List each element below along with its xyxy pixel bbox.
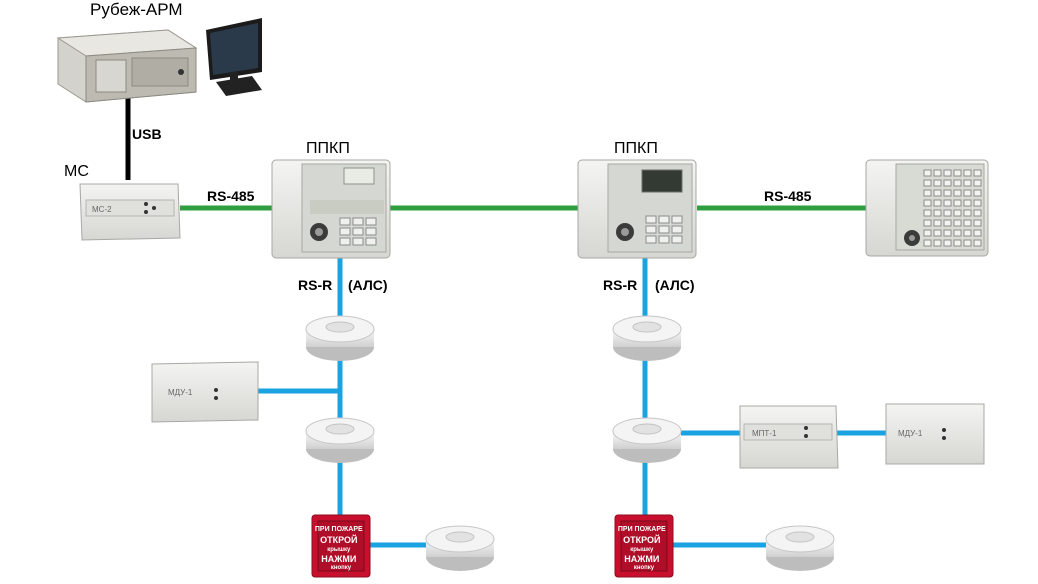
ppkp-panel-left [271, 159, 391, 259]
mdu1-module-right: МДУ-1 [885, 403, 985, 465]
panel-key [963, 199, 972, 207]
panel-key [953, 239, 962, 247]
mdu1-left-label: МДУ-1 [168, 388, 193, 397]
cp-left-line-4: НАЖМИ [321, 554, 356, 564]
panel-key [943, 219, 952, 227]
panel-key [953, 189, 962, 197]
panel-key [943, 199, 952, 207]
cp-right-line-5: кнопку [634, 565, 655, 571]
panel-key [943, 209, 952, 217]
panel-key [973, 209, 982, 217]
panel-key [963, 209, 972, 217]
indication-panel [865, 159, 989, 257]
panel-key [963, 169, 972, 177]
cp-left-line-3: крышку [327, 547, 351, 553]
rs485-label-left: RS-485 [207, 188, 255, 204]
panel-key [923, 219, 932, 227]
svg-text:ПРИ ПОЖАРЕ ОТКРОЙ: ПРИ ПОЖАРЕ ОТКРОЙ крышку НАЖМИ кнопку [315, 518, 367, 571]
cp-right-line-1: ПРИ ПОЖАРЕ [618, 526, 666, 533]
smoke-detector [765, 525, 835, 571]
panel-key [963, 189, 972, 197]
panel-key [933, 239, 942, 247]
panel-key [973, 219, 982, 227]
panel-key [933, 209, 942, 217]
panel-key [973, 189, 982, 197]
panel-key [933, 199, 942, 207]
panel-key [953, 209, 962, 217]
panel-key [963, 219, 972, 227]
ppkp-label-right: ППКП [614, 140, 658, 157]
mdu1-module-left: МДУ-1 [151, 361, 259, 423]
cp-right-line-3: крышку [630, 547, 654, 553]
rs485-label-right: RS-485 [764, 188, 812, 204]
svg-text:ПРИ ПОЖАРЕ ОТКРОЙ: ПРИ ПОЖАРЕ ОТКРОЙ крышку НАЖМИ кнопку [618, 518, 670, 571]
mdu1-right-label: МДУ-1 [898, 429, 923, 438]
cp-right-line-4: НАЖМИ [624, 554, 659, 564]
panel-key [963, 229, 972, 237]
panel-key [953, 199, 962, 207]
panel-key [943, 189, 952, 197]
mpt1-label: МПТ-1 [752, 429, 777, 438]
panel-key [973, 179, 982, 187]
manual-call-point-left: ПРИ ПОЖАРЕ ОТКРОЙ крышку НАЖМИ кнопку [311, 514, 371, 578]
arm-title: Рубеж-АРМ [90, 0, 183, 19]
smoke-detector [612, 417, 682, 463]
panel-key [933, 219, 942, 227]
panel-key [933, 189, 942, 197]
panel-key [963, 239, 972, 247]
panel-key [953, 229, 962, 237]
cp-left-line-2: ОТКРОЙ [320, 534, 357, 545]
rsr-label-right: RS-R [603, 277, 638, 293]
rsr-loop-right [642, 258, 888, 548]
cp-left-line-5: кнопку [331, 565, 352, 571]
panel-key [973, 199, 982, 207]
cp-left-line-1: ПРИ ПОЖАРЕ [315, 526, 363, 533]
server-case [56, 29, 198, 103]
panel-key [973, 169, 982, 177]
ppkp-panel-right [577, 159, 697, 259]
als-label-right: (АЛС) [655, 277, 695, 293]
monitor [206, 18, 262, 96]
als-label-left: (АЛС) [348, 277, 388, 293]
ms-label: МС [64, 163, 89, 180]
panel-key [943, 239, 952, 247]
panel-key [923, 239, 932, 247]
smoke-detector [305, 417, 375, 463]
rsr-label-left: RS-R [298, 277, 333, 293]
panel-key [923, 179, 932, 187]
panel-key [973, 239, 982, 247]
ms2-module: МС-2 [79, 183, 181, 241]
ppkp-label-left: ППКП [306, 140, 350, 157]
panel-key [963, 179, 972, 187]
rsr-loop-left [258, 258, 432, 548]
panel-key [933, 229, 942, 237]
smoke-detector [425, 525, 495, 571]
manual-call-point-right: ПРИ ПОЖАРЕ ОТКРОЙ крышку НАЖМИ кнопку [614, 514, 674, 578]
arm-workstation [56, 18, 262, 103]
ms2-label: МС-2 [92, 205, 112, 214]
panel-key [943, 169, 952, 177]
panel-key [953, 219, 962, 227]
panel-key [923, 209, 932, 217]
panel-key [923, 169, 932, 177]
usb-label: USB [132, 126, 162, 142]
panel-key [933, 169, 942, 177]
smoke-detector [305, 315, 375, 361]
panel-key [943, 229, 952, 237]
panel-key [973, 229, 982, 237]
panel-key [923, 189, 932, 197]
mpt1-module: МПТ-1 [739, 405, 839, 469]
panel-key [923, 199, 932, 207]
smoke-detector [612, 315, 682, 361]
panel-key [933, 179, 942, 187]
cp-right-line-2: ОТКРОЙ [623, 534, 660, 545]
panel-key [953, 179, 962, 187]
panel-key [923, 229, 932, 237]
panel-key [943, 179, 952, 187]
panel-key [953, 169, 962, 177]
